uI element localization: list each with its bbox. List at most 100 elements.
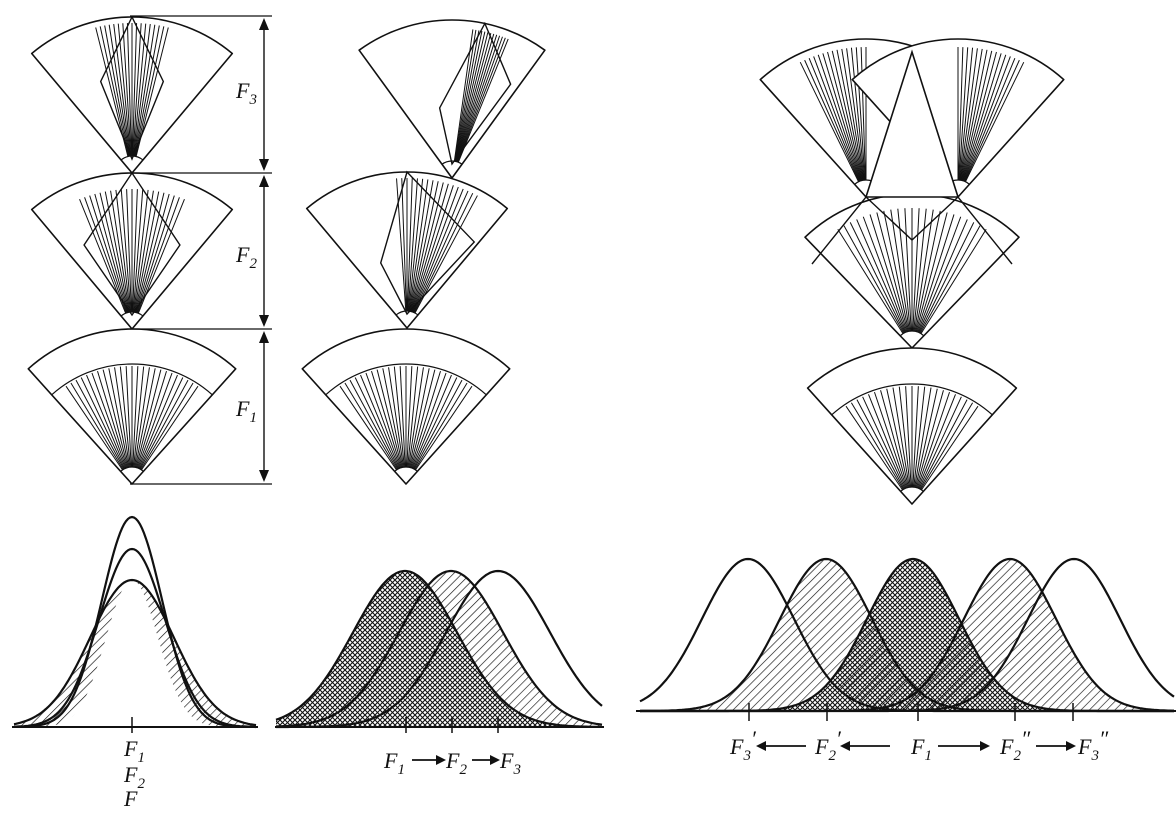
fan-ray [410,181,439,312]
fan-ray [915,388,938,488]
fan-ray [114,367,130,468]
fan-ray [412,188,464,313]
panel-c-tuning-curves [639,557,1175,713]
fan-ray [126,23,132,157]
fan-ray [964,59,1020,182]
fan-ray [799,61,859,182]
fan-ray [412,377,458,469]
fan-ray [914,209,934,332]
fan-ray [122,23,132,157]
fan-ray [136,371,167,468]
fan-gap-arc [394,466,418,472]
fan-ray [965,61,1025,182]
axis-c-label-f3-prime: F3′ [729,726,757,764]
axis-c-arrows [756,741,1076,751]
fan-ray [354,377,400,469]
fan-ray [97,371,128,468]
fan-ray [412,374,452,469]
axis-b-label-f1: F1 [383,748,405,778]
fan-ray [108,368,130,468]
fan-ray [141,385,199,471]
fan-ray [132,23,138,157]
fan-ray [883,210,910,332]
fan-ray [108,24,130,157]
fan-ray [408,368,430,468]
fan-ray [371,371,402,468]
fan-ray [457,37,506,163]
fan-ray [849,222,905,333]
axis-c-label-f2-prime: F2′ [814,726,842,764]
fan-ray [339,385,397,471]
fan-ray [138,374,178,469]
panel-c-fan-tree [759,38,1065,505]
fan-ray [134,191,160,313]
axis-a-label-f: F [123,786,138,811]
panel-a-tuning-curves [13,515,257,729]
receptive-zone-outline [438,21,512,166]
fan-ray [456,33,495,162]
fan-ray [132,366,139,468]
fan-ray [382,368,404,468]
receptive-zone-outline [379,170,476,316]
dimension-label-f3: F3 [235,78,257,108]
panel-b-fan-2 [305,170,509,329]
curve-c-center-dense [640,559,1174,711]
panel-c-zone-outline [811,195,1013,265]
fan-ray [132,189,138,313]
panel-c-ticks [748,703,1074,721]
fan-ray [914,210,941,332]
fan-ray [408,367,424,468]
fan-ray [850,47,865,181]
fan-ray [873,391,908,489]
curve-c-right-hatch [640,559,1174,711]
axis-c-label-f2-double-prime: F2″ [999,726,1031,764]
panel-a-fan-1 [30,15,234,174]
fan-ray [912,208,920,332]
fan-ray [414,382,468,470]
fan-ray [958,47,969,181]
fan-inner-arc [325,363,487,396]
fan-gap-arc [120,466,144,472]
fan-ray [113,24,131,157]
fan-ray [963,58,1016,182]
fan-ray [360,374,400,469]
axis-b-label-f2: F2 [445,748,467,778]
fan-ray [120,189,132,313]
panel-b-fan-1 [358,19,546,179]
fan-ray [813,56,861,182]
fan-ray [914,387,932,488]
fan-ray [919,222,975,333]
fan-ray [454,29,477,162]
dimension-markers [130,15,272,485]
fan-ray [961,51,997,181]
axis-b-label-f3: F3 [499,748,521,778]
fan-ray [892,387,910,488]
fan-ray [912,386,919,488]
fan-ray [960,48,983,181]
fan-gap-arc [120,155,144,161]
fan-ray [962,54,1007,182]
panel-a-fan-3 [27,328,237,485]
curve-a-3 [13,578,257,727]
fan-ray [963,56,1011,182]
fan-ray [399,366,406,468]
fan-ray [890,209,910,332]
axis-b-arrows [412,755,500,765]
fan-ray [393,366,405,468]
fan-ray [133,24,151,157]
fan-ray [376,369,403,468]
fan-ray [886,388,909,488]
fan-ray [411,183,449,312]
fan-ray [75,379,125,470]
fan-ray [134,25,160,157]
curve-b-dense-fill [276,571,602,727]
fan-ray [862,216,907,333]
fan-ray [140,382,194,470]
fan-ray [917,216,962,333]
fan-ray [99,192,129,313]
fan-ray [104,25,130,157]
fan-ray [920,402,974,490]
fan-ray [137,372,173,469]
panel-c-fan-3 [804,193,1020,349]
